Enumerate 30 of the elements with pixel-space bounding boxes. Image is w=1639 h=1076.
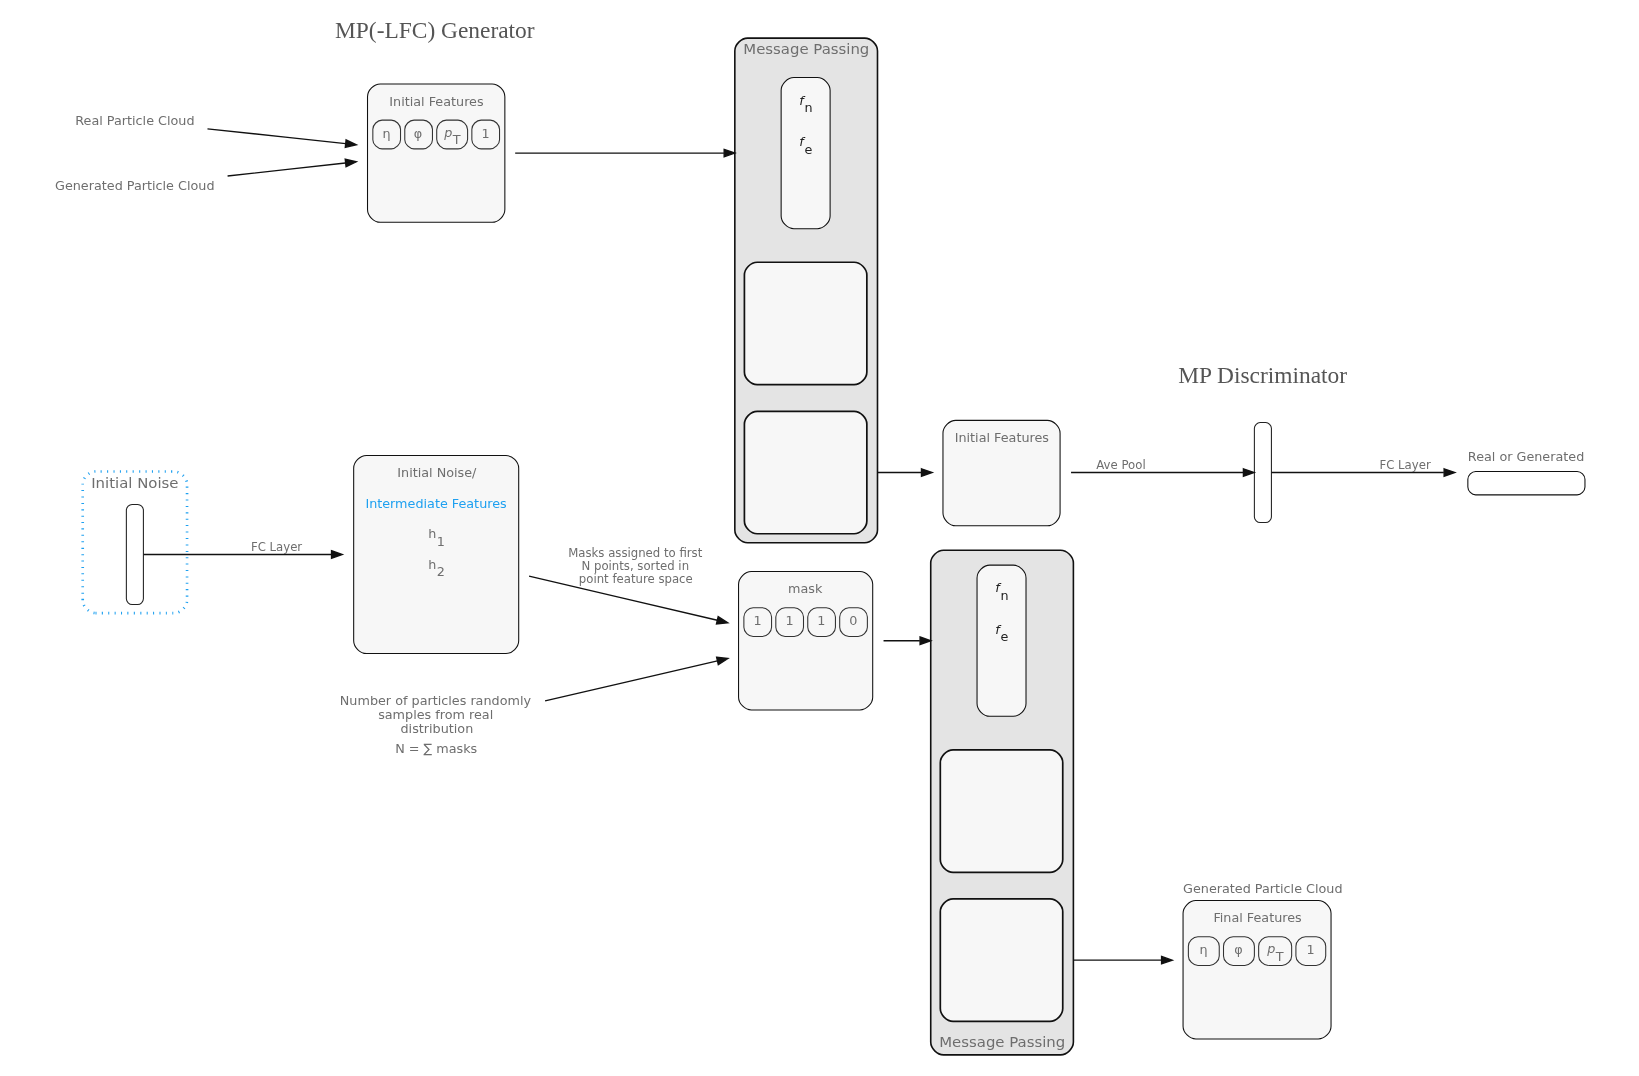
edge-label: Masks assigned to first N points, sorted in point feature space <box>567 546 702 587</box>
edge-label: Ave Pool <box>1095 458 1146 473</box>
edge-label: FC Layer <box>1378 458 1431 473</box>
arrow <box>527 575 730 625</box>
edge-label: FC Layer <box>250 540 302 555</box>
node-bar <box>1253 421 1272 524</box>
node-box <box>1466 470 1585 496</box>
arrow <box>226 158 358 177</box>
arrow <box>882 636 933 646</box>
node-box <box>938 749 1064 874</box>
arrow <box>876 467 934 478</box>
node-box <box>743 410 868 535</box>
label: MP(-LFC) Generator <box>334 16 535 43</box>
node-text: Generated Particle Cloud <box>54 177 215 193</box>
arrow <box>543 656 730 702</box>
node-label: Generated Particle Cloud <box>1182 880 1343 896</box>
node-label: Real or Generated <box>1467 449 1584 465</box>
arrow <box>513 148 737 158</box>
arrow <box>1069 467 1256 478</box>
cluster: Initial Noise <box>80 470 188 615</box>
arrow <box>142 549 344 560</box>
label: MP Discriminator <box>1177 361 1347 388</box>
arrow <box>206 128 358 149</box>
node-bar <box>125 503 144 606</box>
node-box <box>743 261 868 386</box>
node-box <box>938 898 1064 1023</box>
node-text: Real Particle Cloud <box>74 113 195 129</box>
node-text: Number of particles randomly samples from real distribution N = ∑ masks <box>339 693 531 757</box>
arrow <box>1072 955 1174 965</box>
arrow <box>1270 467 1457 478</box>
